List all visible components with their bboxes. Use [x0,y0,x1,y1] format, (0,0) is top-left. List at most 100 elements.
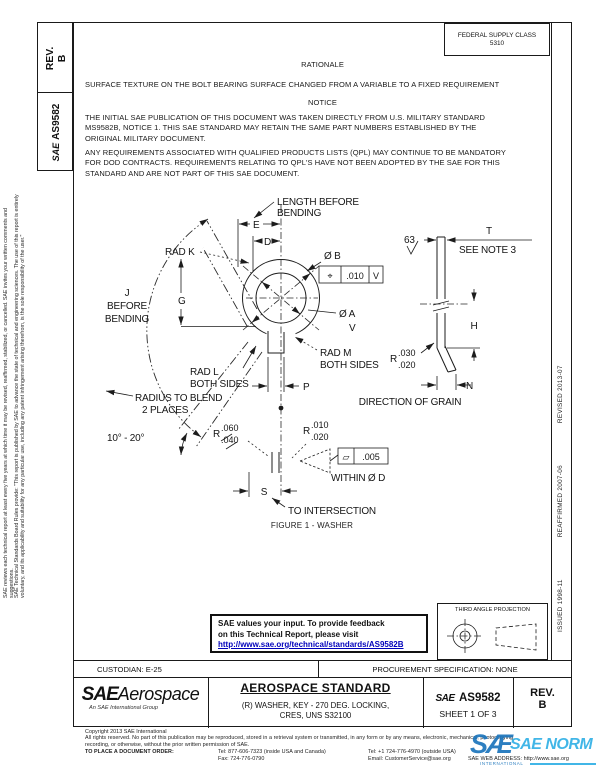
footer-fine-print: Copyright 2013 SAE International All rig… [85,729,585,763]
label-dim-h: H [470,321,477,332]
label-see-note-3: SEE NOTE 3 [459,245,517,256]
label-j-before-bending: J BEFORE BENDING [105,288,150,325]
dim-p: P [252,357,310,393]
sae-norm-watermark: SÆ SAE NORM INTERNATIONAL [468,729,600,775]
dim-s: S [233,472,297,498]
title-block-divider-2 [423,678,424,728]
rationale-text: SURFACE TEXTURE ON THE BOLT BEARING SURF… [85,80,500,89]
fcf-flat-symbol: ▱ [343,453,350,463]
notice-p1-line1: THE INITIAL SAE PUBLICATION OF THIS DOCU… [85,113,485,122]
notice-p1-line2: MS9582B, NOTICE 1. THIS SAE STANDARD MAY… [85,123,477,133]
fcf-flat-tolerance: .005 [362,452,380,462]
sae-logo-subtitle: An SAE International Group [89,705,159,711]
label-dim-n: N [466,381,473,392]
rationale-title: RATIONALE [301,60,344,69]
feedback-box: SAE values your input. To provide feedba… [210,614,428,653]
label-rad-l-1: RAD L [190,367,219,378]
label-dia-a: Ø A [339,309,356,320]
callout-rad-l: RAD L BOTH SIDES [190,345,257,390]
label-r-m-bot: .020 [398,360,416,370]
callout-radius-to-blend: RADIUS TO BLEND 2 PLACES [105,389,222,416]
doc-number-cell: SAE AS9582 SHEET 1 OF 3 [423,688,513,719]
title-block-divider-1 [208,678,209,728]
dim-g: G [178,259,256,327]
notice-paragraph-1: THE INITIAL SAE PUBLICATION OF THIS DOCU… [85,113,565,144]
label-dim-e: E [253,220,260,231]
doc-subtitle-1: (R) WASHER, KEY - 270 DEG. LOCKING, [241,701,390,710]
label-r-m-top: .030 [398,348,416,358]
label-j2: BEFORE [107,301,147,312]
notice-p2-line3: STANDARD AND ARE NOT PART OF THIS SAE DO… [85,168,300,178]
projection-title: THIRD ANGLE PROJECTION [455,607,530,613]
fcf-flatness: ▱ .005 [329,447,389,465]
footer-web[interactable]: SAE WEB ADDRESS: http://www.sae.org [468,755,569,762]
dim-length-before-bending: LENGTH BEFORE BENDING [253,197,360,219]
rev-box-value: B [56,54,68,63]
label-r-m: R [390,354,397,365]
label-dim-g: G [178,296,186,307]
doc-type-cell: AEROSPACE STANDARD (R) WASHER, KEY - 270… [208,681,423,720]
fsc-title: FEDERAL SUPPLY CLASS [457,31,537,39]
info-row: CUSTODIAN: E-25 PROCUREMENT SPECIFICATIO… [73,660,572,678]
callout-r-bend: R .060 .040 [213,423,269,457]
label-rad-m-2: BOTH SIDES [320,360,379,371]
feedback-line-2: on this Technical Report, please visit [218,629,359,639]
label-finish-63: 63 [404,235,415,246]
notice-title: NOTICE [308,98,337,107]
disclaimer-line-2: voluntary, and its applicability and sui… [20,234,27,598]
watermark-underline [530,763,596,765]
footer-copyright: Copyright 2013 SAE International [85,729,167,735]
callout-r-tip: R .010 .020 [291,420,329,459]
issued-date: ISSUED 1998-11 [557,579,564,632]
sae-logo-small: SAE [51,142,61,162]
rev-cell: REV. B [513,687,572,711]
doc-number-value: AS9582 [458,692,501,704]
label-r-tip-bot: .020 [311,432,329,442]
doc-subtitle-2: CRES, UNS S32100 [279,711,352,720]
third-angle-projection-box: THIRD ANGLE PROJECTION [437,603,548,660]
label-r-bend-bot: .040 [221,435,239,445]
fcf-position-b: ⌖ .010 V [318,265,384,284]
label-dim-t: T [486,226,492,237]
dim-t: T SEE NOTE 3 [424,226,532,256]
label-j1: J [125,288,130,299]
fcf-b-datum: V [373,271,379,281]
projection-symbol [447,619,537,653]
left-disclaimer-b: SAE reviews each technical report at lea… [3,178,15,598]
label-blend-2: 2 PLACES [142,405,189,416]
doc-type-title: AEROSPACE STANDARD [240,681,391,695]
rev-box-label: REV. [44,46,56,71]
callout-dia-b: Ø B ⌖ .010 V [306,251,384,284]
doc-number-box: SAE AS9582 [37,92,73,171]
watermark-text: SAE NORM [510,736,593,753]
label-blend-1: RADIUS TO BLEND [135,393,222,404]
label-dim-s: S [261,487,268,498]
label-datum-v: V [349,323,356,334]
fcf-b-symbol: ⌖ [327,272,332,282]
main-border-frame [73,22,572,727]
label-length-before-1: LENGTH BEFORE [277,197,359,208]
rev-cell-value: B [538,699,547,711]
label-r-bend-top: .060 [221,423,239,433]
disclaimer-line-3: SAE reviews each technical report at lea… [3,208,15,598]
notice-p2-line2: FOR DOD CONTRACTS. REQUIREMENTS RELATING… [85,158,500,168]
sae-aerospace-logo: SAEAerospace An SAE International Group [73,684,208,711]
notice-p1-line3: ORIGINAL MILITARY DOCUMENT. [85,133,206,143]
label-direction-of-grain: DIRECTION OF GRAIN [359,397,462,408]
footer-tel-2: Tel: +1 724-776-4970 (outside USA) [368,748,456,755]
feedback-line-1: SAE values your input. To provide feedba… [218,619,385,628]
left-disclaimer-a: SAE Technical Standards Board Rules prov… [14,178,32,598]
title-block-divider-3 [513,678,514,728]
tang-before-bending [146,218,263,450]
label-r-bend: R [213,429,220,440]
doc-number-vertical: AS9582 [50,103,62,140]
dim-n: N [421,374,473,392]
right-column-divider [551,22,552,660]
notice-p2-line1: ANY REQUIREMENTS ASSOCIATED WITH QUALIFI… [85,148,506,157]
doc-number-logo: SAE [435,693,455,704]
dim-h: H [447,289,481,361]
feedback-url-link[interactable]: http://www.sae.org/technical/standards/A… [218,640,404,649]
watermark-subtext: INTERNATIONAL [480,761,524,766]
footer-email[interactable]: Email: CustomerService@sae.org [368,755,451,762]
